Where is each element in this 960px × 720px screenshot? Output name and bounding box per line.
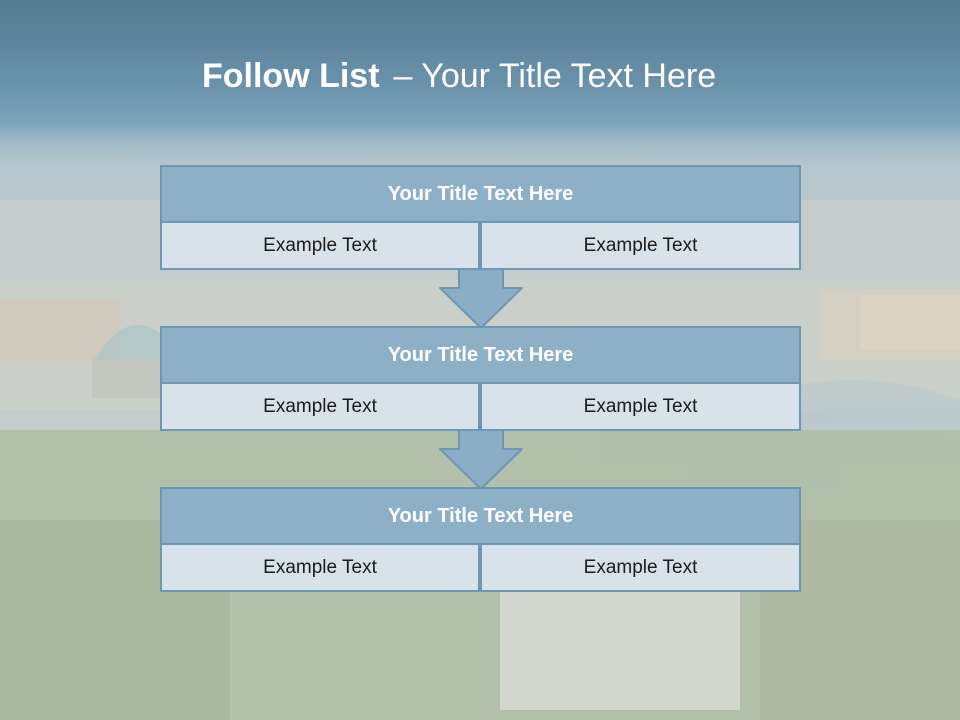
block-cell-right: Example Text — [480, 221, 801, 270]
block-cell-right: Example Text — [480, 382, 801, 431]
block-row: Example Text Example Text — [160, 382, 801, 431]
list-block-1: Your Title Text Here Example Text Exampl… — [160, 165, 801, 272]
slide-title-bold: Follow List — [202, 57, 380, 95]
down-arrow-icon — [439, 268, 523, 329]
list-block-3: Your Title Text Here Example Text Exampl… — [160, 487, 801, 594]
block-cell-left: Example Text — [160, 221, 480, 270]
block-title: Your Title Text Here — [160, 487, 801, 545]
slide-title: Follow List – Your Title Text Here — [202, 54, 822, 98]
block-row: Example Text Example Text — [160, 543, 801, 592]
block-cell-left: Example Text — [160, 382, 480, 431]
block-title: Your Title Text Here — [160, 326, 801, 384]
block-cell-left: Example Text — [160, 543, 480, 592]
slide-title-rest: – Your Title Text Here — [393, 57, 717, 95]
block-title: Your Title Text Here — [160, 165, 801, 223]
header-band — [0, 0, 960, 170]
block-row: Example Text Example Text — [160, 221, 801, 270]
list-block-2: Your Title Text Here Example Text Exampl… — [160, 326, 801, 433]
down-arrow-icon — [439, 429, 523, 490]
block-cell-right: Example Text — [480, 543, 801, 592]
